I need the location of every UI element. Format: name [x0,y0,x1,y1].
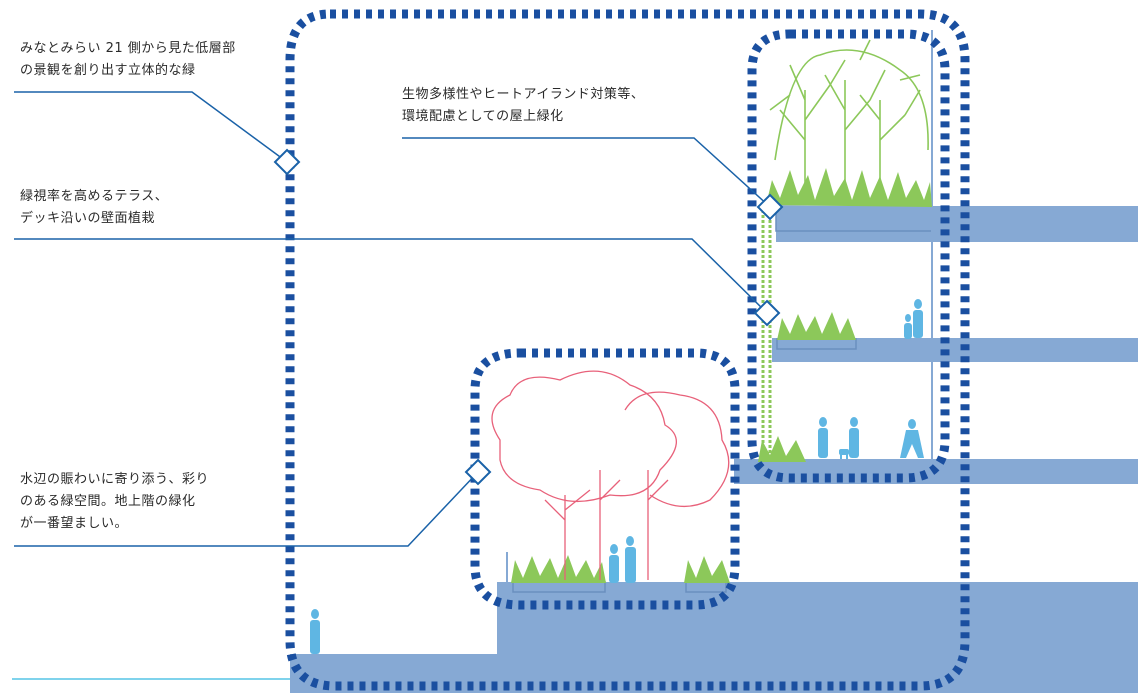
callout-line: 緑視率を高めるテラス、 [20,189,169,204]
callout-line: 生物多様性やヒートアイランド対策等、 [402,87,645,102]
red-tree-icon [491,370,730,580]
dog-icon [839,449,849,459]
callout-line: みなとみらい 21 側から見た低層部 [20,41,236,56]
frame-whole [285,9,970,691]
callout-waterside: 水辺の賑わいに寄り添う、彩り のある緑空間。地上階の緑化 が一番望ましい。 [20,469,209,535]
wall-planting [761,210,772,455]
callout-rooftop: 生物多様性やヒートアイランド対策等、 環境配慮としての屋上緑化 [402,84,644,128]
callout-line: デッキ沿いの壁面植栽 [20,211,156,226]
callout-line: のある緑空間。地上階の緑化 [20,494,196,509]
leader-diamond-markers [273,148,784,486]
leader-lines [14,91,771,547]
frame-ground [470,348,740,610]
callout-line: が一番望ましい。 [20,516,129,531]
callout-terrace: 緑視率を高めるテラス、 デッキ沿いの壁面植栽 [20,186,168,230]
person-icon [310,299,924,654]
frame-rooftop [747,29,950,483]
grass-planter-icon [511,168,932,583]
dotted-frames [285,9,970,691]
building-section [290,206,1138,693]
callout-line: の景観を創り出す立体的な緑 [20,63,196,78]
callout-line: 環境配慮としての屋上緑化 [402,109,564,124]
callout-line: 水辺の賑わいに寄り添う、彩り [20,472,210,487]
callout-upper-greenery: みなとみらい 21 側から見た低層部 の景観を創り出す立体的な緑 [20,38,236,82]
planter-boxes [512,204,933,593]
railings [506,30,933,583]
rooftop-tree-icon [769,39,929,195]
